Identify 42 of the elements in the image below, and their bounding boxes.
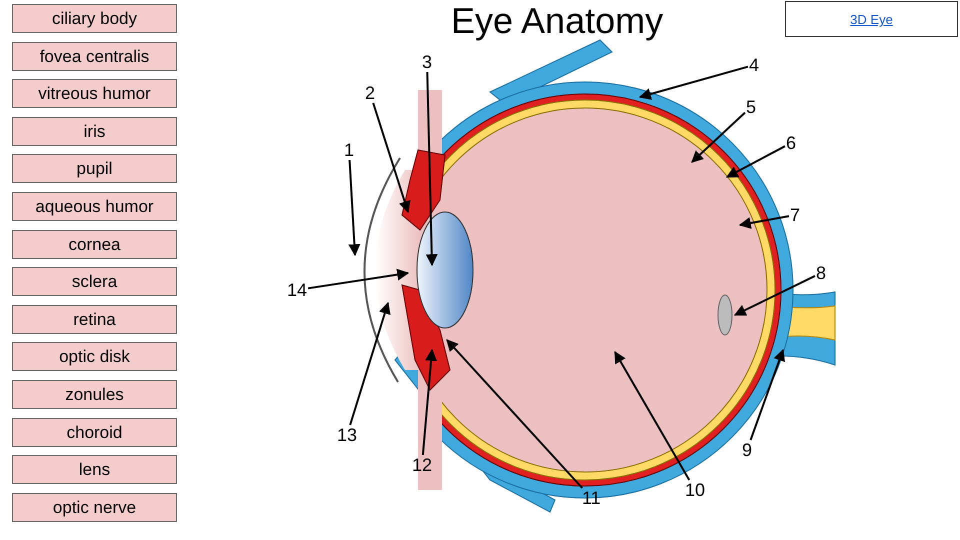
callout-number: 13 [336, 425, 358, 445]
term-tile: sclera [12, 267, 177, 296]
web-link: 3D Eye [785, 1, 958, 37]
callout-number: 14 [286, 280, 308, 300]
callout-number: 9 [741, 440, 754, 460]
callout-number: 1 [343, 140, 356, 160]
term-tile: choroid [12, 418, 177, 447]
term-tile: ciliary body [12, 4, 177, 33]
leader-line [308, 268, 410, 290]
leader-line [638, 66, 748, 100]
callout-number: 4 [748, 55, 760, 75]
term-tile: optic nerve [12, 492, 177, 522]
callout-number: 3 [421, 52, 434, 72]
leader-line [726, 145, 786, 178]
callout-number: 2 [364, 83, 376, 103]
leader-line [446, 339, 583, 489]
leader-line [750, 348, 785, 440]
title: Eye Anatomy [451, 0, 664, 42]
callout-number: 8 [815, 263, 828, 283]
term-tile: lens [12, 455, 177, 484]
leader-line [372, 102, 410, 214]
term-tile: iris [12, 116, 177, 146]
leader-line [349, 302, 391, 426]
term-tile: vitreous humor [12, 79, 177, 108]
callout-number: 10 [684, 480, 706, 500]
callout-number: 6 [785, 133, 798, 153]
term-tile: fovea centralis [12, 42, 177, 71]
term-tile: pupil [12, 154, 177, 184]
leader-line [614, 350, 690, 480]
term-tile: aqueous humor [12, 192, 177, 221]
term-tile: retina [12, 304, 177, 334]
leader-line [691, 112, 746, 163]
callout-number: 7 [789, 205, 802, 225]
callout-number: 5 [745, 97, 758, 117]
callout-number: 12 [411, 455, 434, 475]
leader-line [734, 275, 816, 316]
term-tile: optic disk [12, 342, 177, 372]
leader-line [422, 348, 438, 456]
leader-line [348, 160, 360, 256]
leader-line [426, 72, 438, 266]
term-tile: cornea [12, 230, 177, 259]
term-tile: zonules [12, 380, 177, 409]
